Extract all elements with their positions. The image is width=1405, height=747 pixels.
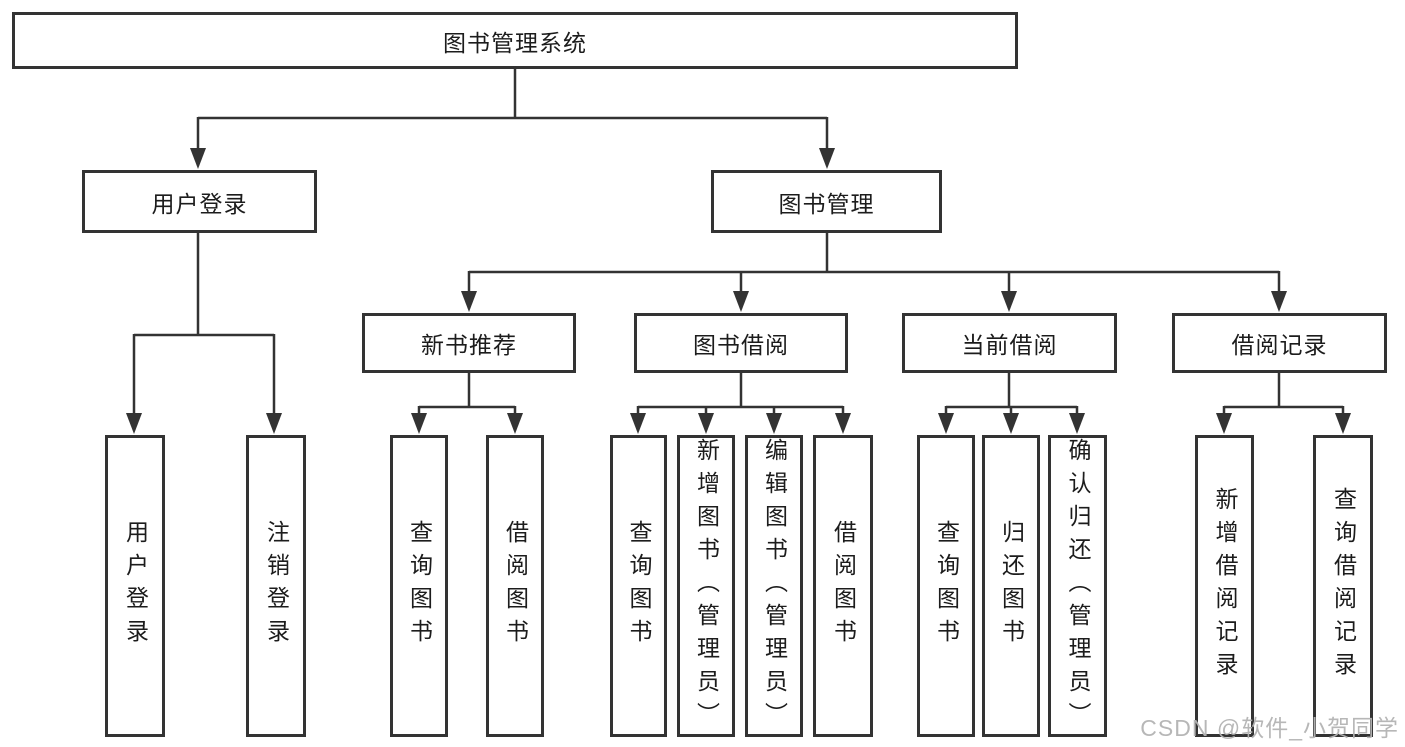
arrow-head [1001, 291, 1017, 312]
leaf-query-books-current: 查询图书 [917, 435, 975, 737]
leaf-label: 查询图书 [406, 520, 433, 652]
leaf-label: 查询图书 [933, 520, 960, 652]
leaf-label: 查询借阅记录 [1330, 487, 1357, 685]
arrow-heads [126, 148, 1351, 434]
leaf-label: 编辑图书（管理员） [761, 437, 788, 735]
leaf-user-login: 用户登录 [105, 435, 165, 737]
leaf-query-books-borrowing: 查询图书 [610, 435, 667, 737]
arrow-head [630, 413, 646, 434]
leaf-label: 注销登录 [263, 520, 290, 652]
leaf-label: 新增借阅记录 [1212, 487, 1238, 685]
node-new-book-recommendation: 新书推荐 [362, 313, 576, 373]
node-book-management-system: 图书管理系统 [12, 12, 1018, 69]
node-label: 用户登录 [151, 190, 248, 217]
arrow-head [766, 413, 782, 434]
leaf-label: 新增图书（管理员） [693, 437, 720, 735]
arrow-head [698, 413, 714, 434]
leaf-edit-book-admin: 编辑图书（管理员） [745, 435, 803, 737]
arrow-head [1335, 413, 1351, 434]
arrow-head [1003, 413, 1019, 434]
arrow-head [1069, 413, 1085, 434]
leaf-query-borrow-record: 查询借阅记录 [1313, 435, 1373, 737]
leaf-borrow-books-recommend: 借阅图书 [486, 435, 544, 737]
node-borrowing-records: 借阅记录 [1172, 313, 1387, 373]
leaf-label: 归还图书 [998, 520, 1025, 652]
node-label: 新书推荐 [421, 332, 517, 358]
arrow-head [266, 413, 282, 434]
arrow-head [819, 148, 835, 169]
node-label: 图书管理系统 [443, 29, 587, 56]
node-book-management: 图书管理 [711, 170, 942, 233]
leaf-label: 借阅图书 [502, 520, 529, 652]
leaf-add-borrow-record: 新增借阅记录 [1195, 435, 1254, 737]
leaf-label: 确认归还（管理员） [1065, 437, 1091, 735]
arrow-head [126, 413, 142, 434]
arrow-head [938, 413, 954, 434]
node-label: 图书借阅 [693, 332, 789, 358]
arrow-head [190, 148, 206, 169]
arrow-head [411, 413, 427, 434]
arrow-head [733, 291, 749, 312]
leaf-label: 借阅图书 [830, 520, 857, 652]
node-label: 图书管理 [778, 190, 875, 217]
leaf-label: 用户登录 [122, 520, 149, 652]
leaf-add-book-admin: 新增图书（管理员） [677, 435, 735, 737]
leaf-confirm-return-admin: 确认归还（管理员） [1048, 435, 1107, 737]
leaf-query-books-recommend: 查询图书 [390, 435, 448, 737]
node-book-borrowing: 图书借阅 [634, 313, 848, 373]
node-label: 借阅记录 [1231, 332, 1328, 358]
arrow-head [461, 291, 477, 312]
arrow-head [1271, 291, 1287, 312]
leaf-logout: 注销登录 [246, 435, 306, 737]
leaf-borrow-books-borrowing: 借阅图书 [813, 435, 873, 737]
leaf-return-books: 归还图书 [982, 435, 1040, 737]
arrow-head [1216, 413, 1232, 434]
leaf-label: 查询图书 [626, 520, 652, 652]
node-user-login: 用户登录 [82, 170, 317, 233]
arrow-head [507, 413, 523, 434]
node-label: 当前借阅 [961, 332, 1058, 358]
node-current-borrowing: 当前借阅 [902, 313, 1117, 373]
arrow-head [835, 413, 851, 434]
connector-stems [132, 68, 1345, 416]
